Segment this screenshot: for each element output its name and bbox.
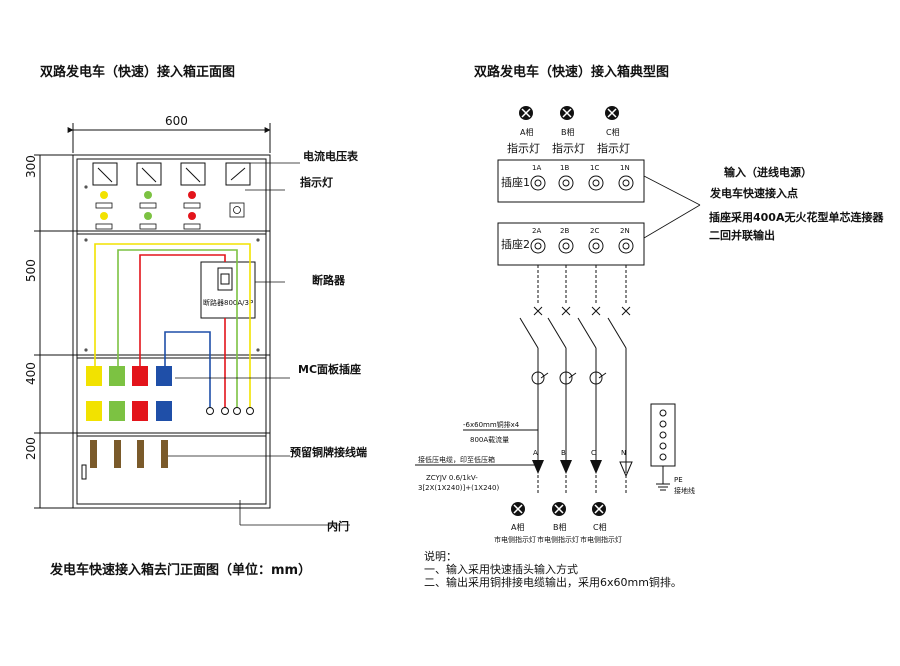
- lamp-bottom-a-phase: A相: [511, 522, 524, 532]
- pe-terminals: [659, 409, 667, 461]
- phase-a-label: A: [533, 449, 538, 457]
- door-handle: [81, 464, 87, 480]
- height-dimension: [34, 154, 74, 509]
- width-dimension: [67, 123, 271, 153]
- ground-label: 接地线: [674, 486, 695, 495]
- width-dim-label: 600: [165, 114, 188, 128]
- height-dim-500: 500: [24, 259, 38, 282]
- lamp-labels: [95, 202, 245, 230]
- socket2-pin-2a: 2A: [532, 227, 541, 235]
- callout-line1: 输入（进线电源）: [724, 165, 812, 179]
- front-view-caption: 发电车快速接入箱去门正面图（单位：mm）: [49, 562, 311, 578]
- callout-lines: [643, 175, 701, 239]
- pe-label: PE: [674, 476, 683, 484]
- cable-spec2: 3[2X(1X240)]+(1X240): [418, 484, 499, 492]
- callout-line3: 插座采用400A无火花型单芯连接器: [709, 210, 884, 224]
- breaker-box: [200, 261, 256, 319]
- cable-note: 接低压电缆，印至低压箱: [418, 455, 495, 464]
- socket2-pin-2b: 2B: [560, 227, 569, 235]
- socket2-box: [497, 222, 645, 266]
- notes-heading: 说明：: [424, 549, 457, 563]
- phase-c-label: C: [591, 449, 596, 457]
- socket1-pin-1c: 1C: [590, 164, 599, 172]
- terminal-circles: [206, 407, 254, 415]
- label-meter: 电流电压表: [303, 149, 359, 163]
- callout-line2: 发电车快速接入点: [709, 186, 798, 200]
- height-dim-200: 200: [24, 437, 38, 460]
- copper-busbars: [90, 440, 168, 468]
- label-door: 内门: [327, 519, 349, 533]
- indicator-lamps: [100, 191, 196, 220]
- mc-sockets: [86, 366, 172, 421]
- phase-n-label: N: [621, 449, 626, 457]
- lamp-top-c-caption: 指示灯: [597, 141, 630, 155]
- socket2-pin-2c: 2C: [590, 227, 599, 235]
- busbar-note: -6x60mm铜排x4: [463, 420, 520, 429]
- label-indicator: 指示灯: [300, 175, 333, 189]
- label-copper: 预留铜牌接线端: [290, 445, 367, 459]
- busbar-current: 800A载流量: [470, 435, 509, 444]
- lamp-top-b-caption: 指示灯: [552, 141, 585, 155]
- callout-line4: 二回并联输出: [709, 228, 775, 242]
- meter-row: [92, 162, 251, 186]
- label-breaker: 断路器: [312, 273, 346, 287]
- height-dim-400: 400: [24, 362, 38, 385]
- height-dim-300: 300: [24, 155, 38, 178]
- lamp-bottom-c-phase: C相: [593, 522, 607, 532]
- cable-spec1: ZCYJV 0.6/1kV-: [426, 474, 478, 482]
- ground-icon: [656, 466, 670, 491]
- socket2-label: 插座2: [501, 237, 530, 251]
- phase-b-label: B: [561, 449, 566, 457]
- notes-item-2: 二、输出采用铜排接电缆输出，采用6x60mm铜排。: [424, 575, 682, 589]
- front-view-title: 双路发电车（快速）接入箱正面图: [40, 64, 235, 80]
- lamp-top-a-caption: 指示灯: [507, 141, 540, 155]
- lamp-bottom-a-caption: 市电侧指示灯: [494, 535, 536, 544]
- single-line-diagram: [415, 265, 631, 494]
- lamp-bottom-c-caption: 市电侧指示灯: [580, 535, 622, 544]
- breaker-rating: 断路器800A/3P: [203, 298, 253, 307]
- socket1-label: 插座1: [501, 175, 530, 189]
- panel-screws: [84, 185, 260, 352]
- lamp-bottom-b-phase: B相: [553, 522, 567, 532]
- socket1-box: [497, 159, 645, 203]
- socket1-pin-1n: 1N: [620, 164, 630, 172]
- socket1-pin-1b: 1B: [560, 164, 569, 172]
- notes-item-1: 一、输入采用快速插头输入方式: [424, 562, 578, 576]
- lamp-bottom-b-caption: 市电侧指示灯: [537, 535, 579, 544]
- label-mc-socket: MC面板插座: [298, 362, 361, 376]
- wiring: [94, 243, 251, 410]
- lamp-top-a-phase: A相: [520, 127, 533, 137]
- socket2-pin-2n: 2N: [620, 227, 630, 235]
- bottom-lamp-icons: [511, 502, 606, 516]
- leader-lines: [168, 162, 300, 526]
- typical-view-title: 双路发电车（快速）接入箱典型图: [474, 64, 669, 80]
- lamp-top-c-phase: C相: [606, 127, 620, 137]
- socket1-pin-1a: 1A: [532, 164, 541, 172]
- socket-pins: [530, 175, 634, 254]
- output-arrows: [532, 460, 633, 478]
- lamp-top-b-phase: B相: [561, 127, 575, 137]
- top-lamp-icons: [519, 106, 619, 120]
